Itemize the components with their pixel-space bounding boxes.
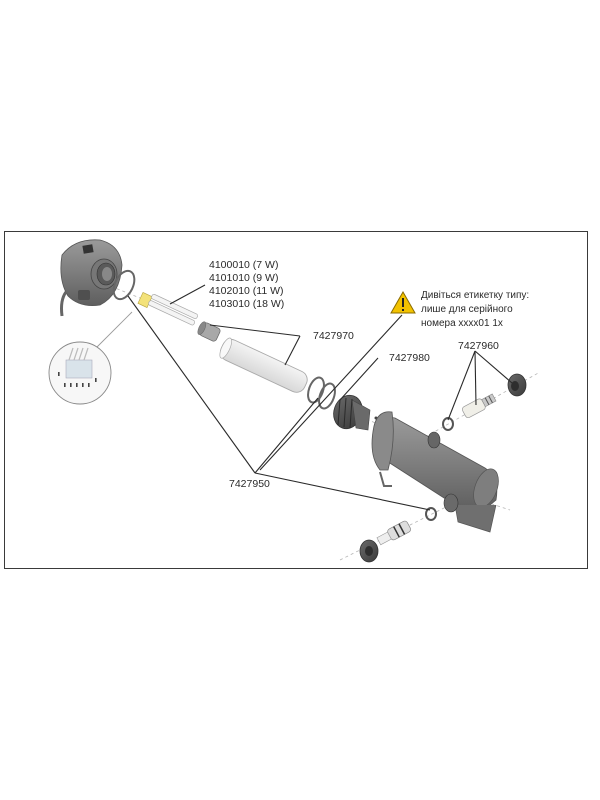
upper-hose-connector <box>442 373 527 431</box>
uv-control-head <box>60 239 123 317</box>
uv-housing <box>371 411 499 533</box>
lamp-part-9w: 4101010 (9 W) <box>209 272 279 284</box>
lamp-part-7w: 4100010 (7 W) <box>209 259 279 271</box>
seal-rings <box>307 376 336 410</box>
bayonet-nut <box>333 394 378 431</box>
sleeve-adapter <box>197 321 221 342</box>
lower-hose-connector <box>359 507 437 563</box>
part-label-7427980: 7427980 <box>389 352 430 364</box>
warning-line-1: Дивіться етикетку типу: <box>421 290 530 301</box>
warning-line-3: номера xxxx01 1x <box>421 318 503 329</box>
lamp-part-18w: 4103010 (18 W) <box>209 298 285 310</box>
lamp-part-11w: 4102010 (11 W) <box>209 285 284 297</box>
part-label-7427960: 7427960 <box>458 340 499 352</box>
lamp-socket-detail <box>48 311 133 405</box>
lamp-part-list: 4100010 (7 W) 4101010 (9 W) 4102010 (11 … <box>209 259 284 311</box>
leader-lines <box>127 284 513 511</box>
uv-lamp <box>137 292 198 326</box>
quartz-tube <box>219 337 308 393</box>
warning-line-2: лише для серійного <box>421 304 513 315</box>
warning-triangle-icon <box>390 290 416 314</box>
o-ring-head <box>112 269 136 301</box>
warning-note: Дивіться етикетку типу: лише для серійно… <box>421 289 529 331</box>
part-label-7427950: 7427950 <box>229 478 270 490</box>
part-label-7427970: 7427970 <box>313 330 354 342</box>
